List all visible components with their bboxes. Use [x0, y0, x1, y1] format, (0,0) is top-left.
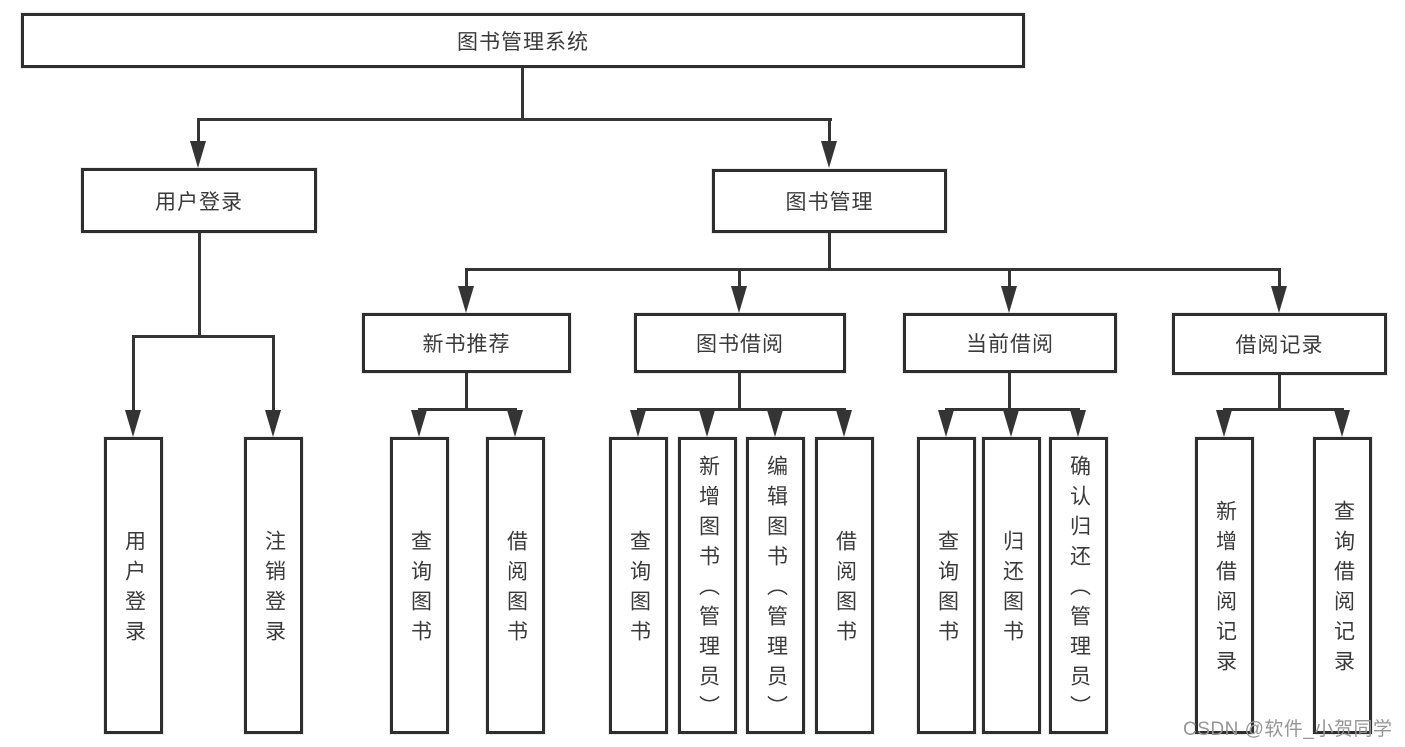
- arrowhead-br-add: [1216, 410, 1232, 437]
- connector-drop-leaf-logout: [272, 335, 275, 410]
- arrowhead-br-query: [1334, 410, 1350, 437]
- leaf-br-add-record: 新增借阅记录: [1195, 437, 1254, 734]
- arrowhead-bb-add: [699, 410, 715, 437]
- connector-drop-book-mgmt: [828, 118, 831, 144]
- connector-borrow-records-stem: [1278, 375, 1281, 411]
- node-current-borrowing: 当前借阅: [903, 313, 1117, 373]
- arrowhead-bb-edit: [767, 410, 783, 437]
- node-borrowing-records: 借阅记录: [1172, 313, 1387, 375]
- leaf-nb-query-books: 查询图书: [390, 437, 449, 734]
- connector-drop-leaf-login: [132, 335, 135, 410]
- arrowhead-new-books: [458, 286, 474, 313]
- connector-user-login-rail: [132, 335, 275, 338]
- connector-borrow-records-rail: [1223, 408, 1344, 411]
- arrowhead-bb-query: [630, 410, 646, 437]
- node-user-login: 用户登录: [81, 168, 317, 233]
- connector-book-borrow-rail: [637, 408, 846, 411]
- arrowhead-cb-confirm: [1070, 410, 1086, 437]
- leaf-bb-borrow-books: 借阅图书: [815, 437, 874, 734]
- connector-user-login-stem: [198, 233, 201, 337]
- leaf-bb-add-books-admin: 新增图书（管理员）: [678, 437, 737, 734]
- leaf-bb-edit-books-admin: 编辑图书（管理员）: [746, 437, 805, 734]
- arrowhead-leaf-logout: [265, 410, 281, 437]
- leaf-bb-query-books: 查询图书: [609, 437, 668, 734]
- node-book-management: 图书管理: [712, 169, 947, 233]
- leaf-br-query-record: 查询借阅记录: [1313, 437, 1372, 734]
- leaf-nb-borrow-books: 借阅图书: [486, 437, 545, 734]
- arrowhead-current-borrow: [1001, 286, 1017, 313]
- connector-current-borrow-stem: [1008, 373, 1011, 411]
- connector-root-rail: [197, 118, 832, 121]
- connector-root-stem: [521, 68, 524, 118]
- leaf-cb-query-books: 查询图书: [917, 437, 976, 734]
- arrowhead-cb-query: [938, 410, 954, 437]
- arrowhead-nb-borrow: [507, 410, 523, 437]
- leaf-cb-return-books: 归还图书: [982, 437, 1041, 734]
- connector-drop-book-borrow: [738, 268, 741, 286]
- csdn-watermark: CSDN @软件_小贺同学: [1183, 719, 1393, 740]
- connector-drop-user-login: [197, 118, 200, 144]
- arrowhead-borrow-records: [1271, 286, 1287, 313]
- connector-book-mgmt-rail: [465, 268, 1281, 271]
- leaf-logout: 注销登录: [244, 437, 303, 734]
- node-new-book-recommend: 新书推荐: [362, 313, 571, 373]
- connector-drop-current-borrow: [1008, 268, 1011, 286]
- arrowhead-book-mgmt: [821, 141, 837, 168]
- node-book-borrowing: 图书借阅: [634, 313, 846, 373]
- connector-drop-new-books: [465, 268, 468, 286]
- connector-book-mgmt-stem: [828, 233, 831, 270]
- connector-drop-borrow-records: [1278, 268, 1281, 286]
- leaf-cb-confirm-return-admin: 确认归还（管理员）: [1049, 437, 1108, 734]
- connector-new-books-stem: [465, 373, 468, 411]
- arrowhead-nb-query: [411, 410, 427, 437]
- arrowhead-cb-return: [1003, 410, 1019, 437]
- arrowhead-user-login: [190, 141, 206, 168]
- connector-new-books-rail: [418, 408, 517, 411]
- arrowhead-bb-borrow: [836, 410, 852, 437]
- connector-current-borrow-rail: [945, 408, 1080, 411]
- leaf-user-login: 用户登录: [104, 437, 163, 734]
- arrowhead-book-borrow: [731, 286, 747, 313]
- node-root: 图书管理系统: [21, 13, 1025, 68]
- arrowhead-leaf-login: [125, 410, 141, 437]
- connector-book-borrow-stem: [738, 373, 741, 411]
